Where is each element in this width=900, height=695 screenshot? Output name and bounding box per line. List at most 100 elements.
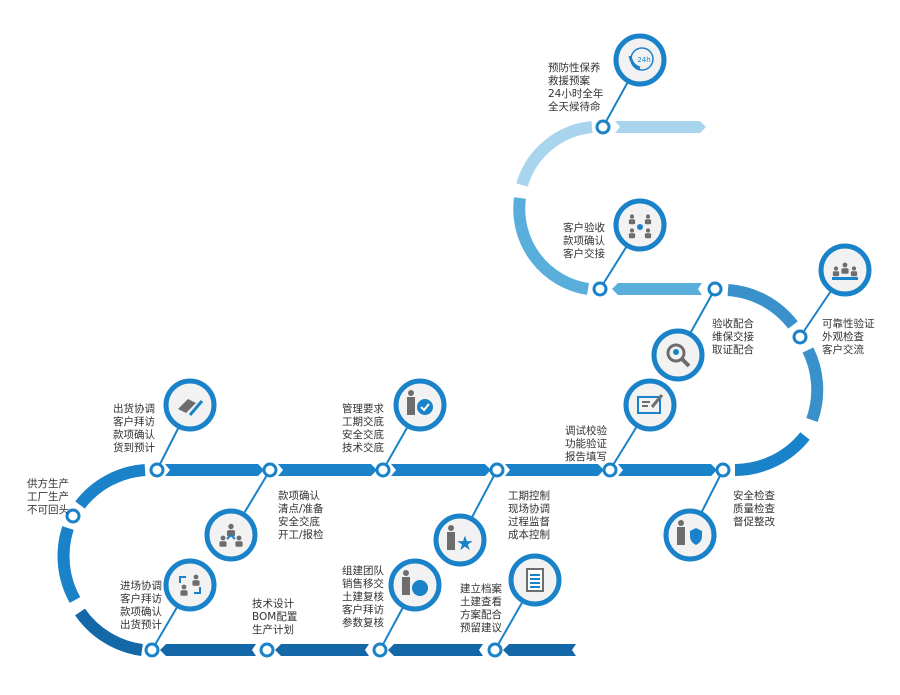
phone-24h-icon: 24h (628, 47, 654, 71)
step-management (375, 378, 447, 478)
step-label-line: 销售移交 (342, 578, 384, 590)
path-segment (612, 283, 702, 295)
step-label-line: 救援预案 (548, 75, 590, 87)
path-arc-right (734, 432, 810, 476)
step-customer-acceptance (592, 198, 667, 297)
step-node (792, 329, 808, 345)
step-reliability (792, 243, 872, 345)
path-arc-right (802, 347, 824, 423)
people-network-icon (628, 214, 652, 239)
step-label: 可靠性验证外观检查客户交流 (822, 318, 875, 357)
step-label-line: 客户交接 (563, 248, 605, 260)
step-label-line: 预留建议 (460, 622, 502, 634)
search-person-icon (666, 343, 691, 368)
path-segment (165, 464, 264, 476)
step-label-line: 客户拜访 (113, 416, 155, 428)
step-node (65, 508, 81, 524)
step-label-line: 款项确认 (113, 429, 155, 441)
step-label-line: 管理要求 (342, 403, 384, 415)
document-icon (526, 568, 544, 592)
step-label-line: 督促整改 (733, 516, 775, 528)
step-label: 进场协调客户拜访款项确认出货预计 (120, 580, 162, 632)
sign-document-icon (637, 394, 664, 414)
step-label-line: 外观检查 (822, 331, 864, 343)
path-segment (391, 464, 491, 476)
step-node (707, 281, 723, 297)
step-label-line: 供方生产 (27, 478, 69, 490)
path-segment (160, 644, 256, 656)
path-arc-right (727, 284, 798, 329)
step-supplier (65, 508, 81, 524)
step-label-line: 开工/报检 (278, 529, 324, 541)
step-label-line: 不可回头 (27, 504, 69, 516)
step-label-line: 技术设计 (252, 598, 294, 610)
step-label: 组建团队销售移交土建复核客户拜访参数复核 (342, 565, 384, 630)
step-label-line: 出货预计 (120, 619, 162, 631)
step-label-line: 预防性保养 (548, 62, 601, 74)
step-label: 安全检查质量检查督促整改 (733, 490, 775, 529)
step-label-line: 安全检查 (733, 490, 775, 502)
step-team (372, 558, 442, 658)
step-label-line: 土建查看 (460, 596, 502, 608)
step-schedule: ★ (433, 462, 505, 567)
icon-badge (623, 378, 677, 432)
path-arc-upper (513, 197, 590, 295)
icon-badge (651, 328, 705, 382)
path-segment (505, 464, 604, 476)
path-arc-left (75, 464, 146, 509)
step-label: 供方生产工厂生产不可回头 (27, 478, 69, 517)
step-safety (663, 462, 731, 562)
step-label: 管理要求工期交底安全交底技术交底 (342, 403, 384, 455)
step-label-line: 可靠性验证 (822, 318, 875, 330)
step-design (259, 642, 275, 658)
step-label-line: 参数复核 (342, 617, 384, 629)
step-node (149, 462, 165, 478)
step-label-line: 客户拜访 (342, 604, 384, 616)
step-label-line: 清点/准备 (278, 503, 324, 515)
step-node (375, 462, 391, 478)
step-label-line: 客户验收 (563, 222, 605, 234)
path-segment (388, 644, 483, 656)
step-maintenance: 24h (595, 33, 667, 135)
icon-badge (613, 33, 667, 87)
step-label-line: 工期控制 (508, 490, 550, 502)
row-main (165, 464, 717, 476)
step-node (487, 642, 503, 658)
icon-badge (163, 558, 217, 612)
step-label-line: 功能验证 (565, 438, 607, 450)
step-label-line: 建立档案 (460, 583, 502, 595)
step-label-line: 方案配合 (460, 609, 502, 621)
manager-star-icon: ★ (447, 525, 474, 555)
step-label-line: 技术交底 (342, 442, 384, 454)
step-node (489, 462, 505, 478)
step-label-line: 验收配合 (712, 318, 754, 330)
step-label-line: 生产计划 (252, 624, 294, 636)
step-label-line: 安全交底 (278, 516, 320, 528)
manager-check-icon (407, 390, 433, 415)
step-acceptance-support (651, 281, 723, 382)
step-label-line: 维保交接 (712, 331, 754, 343)
path-segment (503, 644, 576, 656)
step-node (592, 281, 608, 297)
step-label-line: 客户拜访 (120, 593, 162, 605)
step-label-line: 工期交底 (342, 416, 384, 428)
step-label-line: 进场协调 (120, 580, 162, 592)
step-archive (487, 553, 562, 658)
team-meeting-icon (832, 262, 858, 280)
step-label-line: 客户交流 (822, 344, 864, 356)
step-node (262, 462, 278, 478)
people-swap-icon (179, 574, 201, 596)
step-node (602, 462, 618, 478)
step-label-line: BOM配置 (252, 611, 298, 623)
path-segment (618, 464, 717, 476)
step-label-line: 24小时全年 (548, 88, 604, 100)
step-label-line: 工厂生产 (27, 491, 69, 503)
step-node (715, 462, 731, 478)
svg-text:24h: 24h (637, 56, 650, 64)
step-node (595, 119, 611, 135)
step-entry (144, 558, 217, 658)
step-label: 调试校验功能验证报告填写 (565, 425, 607, 464)
path-arc-left (57, 526, 81, 603)
